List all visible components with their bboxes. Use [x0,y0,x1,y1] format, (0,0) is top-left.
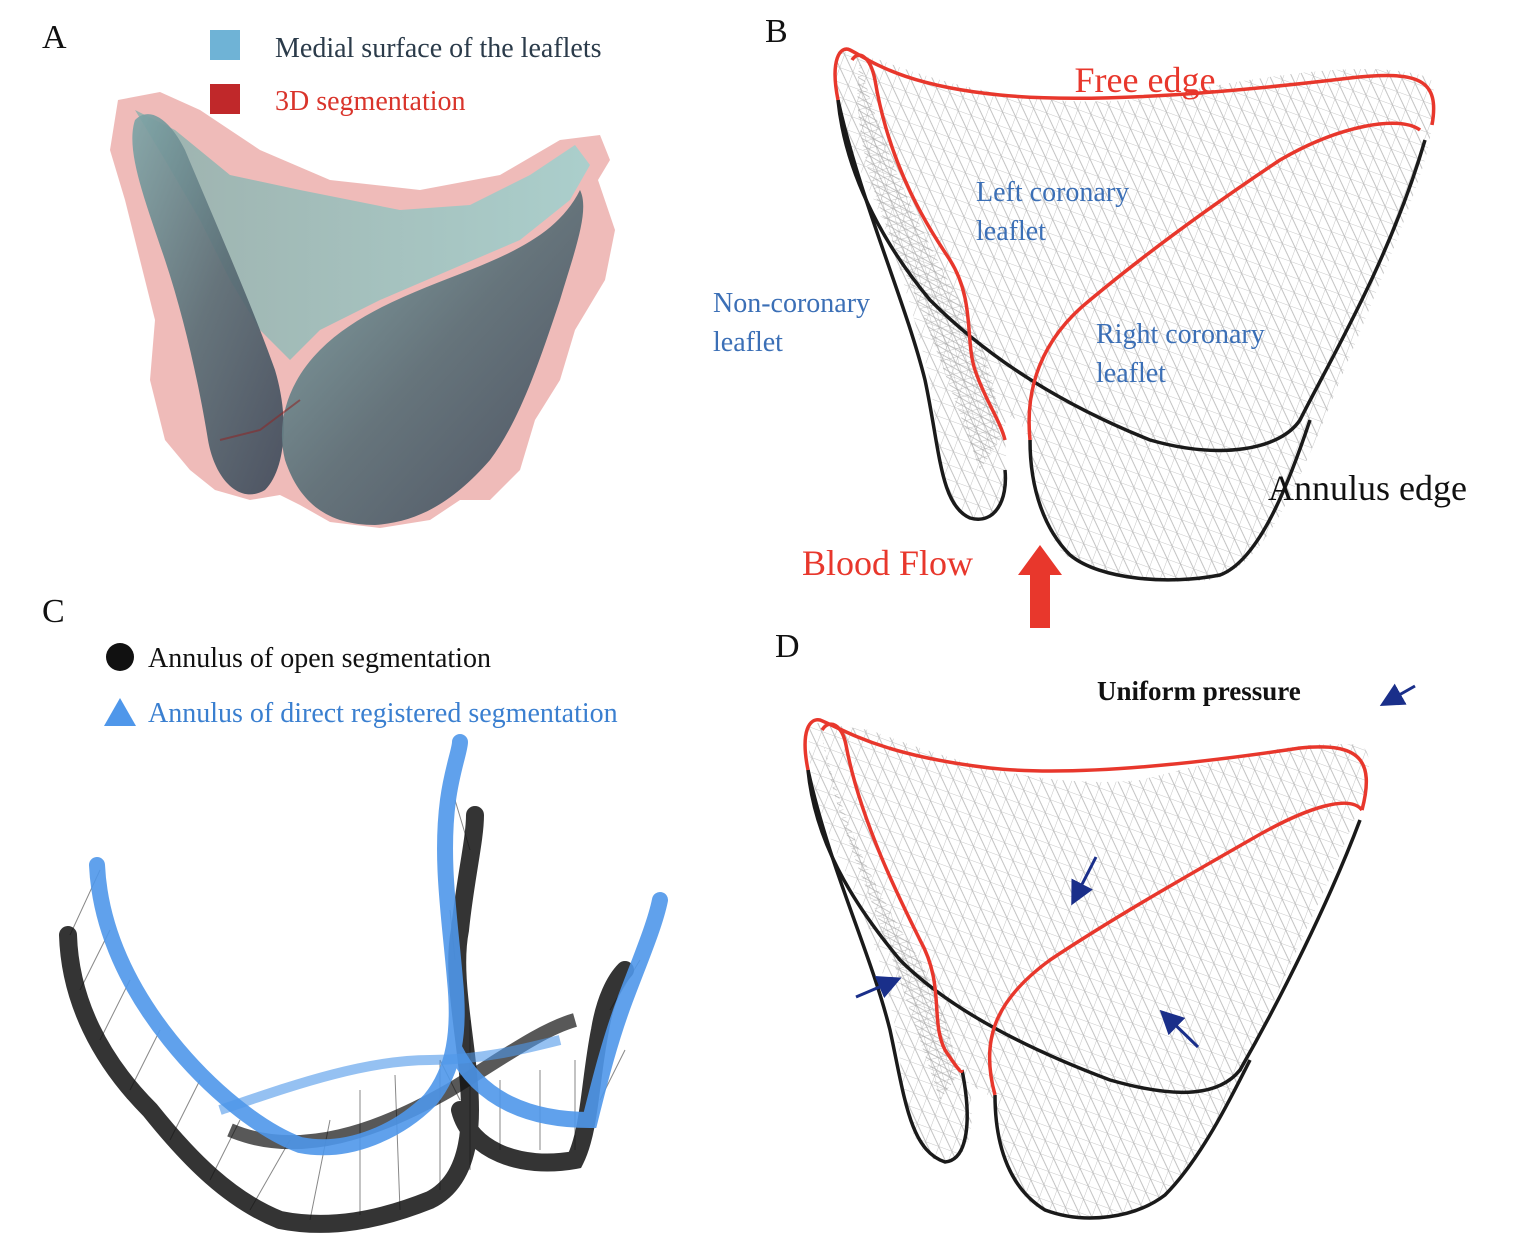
blood-flow-label: Blood Flow [802,543,973,583]
legend-marker-registered [104,698,136,726]
legend-label-open: Annulus of open segmentation [148,643,491,674]
medial-surface-right [281,190,584,525]
panel-d: D Uniform pressure [775,628,1416,1220]
annulus-registered-segmentation [89,734,668,1156]
legend-swatch-segmentation [210,84,240,114]
legend-swatch-medial [210,30,240,60]
right-coronary-label-2: leaflet [1096,358,1166,389]
pressure-arrow-right [1159,1009,1200,1049]
panel-b-letter: B [765,13,788,50]
panel-d-letter: D [775,628,800,665]
free-edge-b [833,47,1436,126]
blood-flow-arrow [1018,545,1062,628]
panel-c-letter: C [42,593,65,630]
annulus-edge-b [836,99,1427,453]
valve-mesh-d [808,722,1370,1219]
pressure-arrow-left [1071,856,1098,906]
pressure-legend-arrow [1379,683,1416,706]
annulus-edge-label: Annulus edge [1268,468,1467,508]
medial-surface-left [132,114,284,495]
legend-marker-open [106,643,134,671]
panel-a-letter: A [42,19,67,56]
non-coronary-label-2: leaflet [713,327,783,358]
legend-label-segmentation: 3D segmentation [275,86,466,117]
left-coronary-label-1: Left coronary [976,177,1129,208]
free-edge-d [803,718,1368,811]
medial-surface-back [135,110,590,360]
left-coronary-label-2: leaflet [976,216,1046,247]
free-edge-label: Free edge [1075,60,1216,100]
non-coronary-label-1: Non-coronary [713,288,870,319]
panel-c: C Annulus of open segmentation Annulus o… [42,593,668,1233]
uniform-pressure-label: Uniform pressure [1097,676,1301,706]
legend-label-registered: Annulus of direct registered segmentatio… [148,698,618,729]
panel-a: A Medial surface of the leaflets 3D segm… [42,19,615,528]
legend-label-medial: Medial surface of the leaflets [275,33,602,64]
panel-b: B Free edge Annulus edge Left coronary l… [713,13,1467,628]
right-coronary-label-1: Right coronary [1096,319,1265,350]
pressure-arrow-non [855,975,902,999]
